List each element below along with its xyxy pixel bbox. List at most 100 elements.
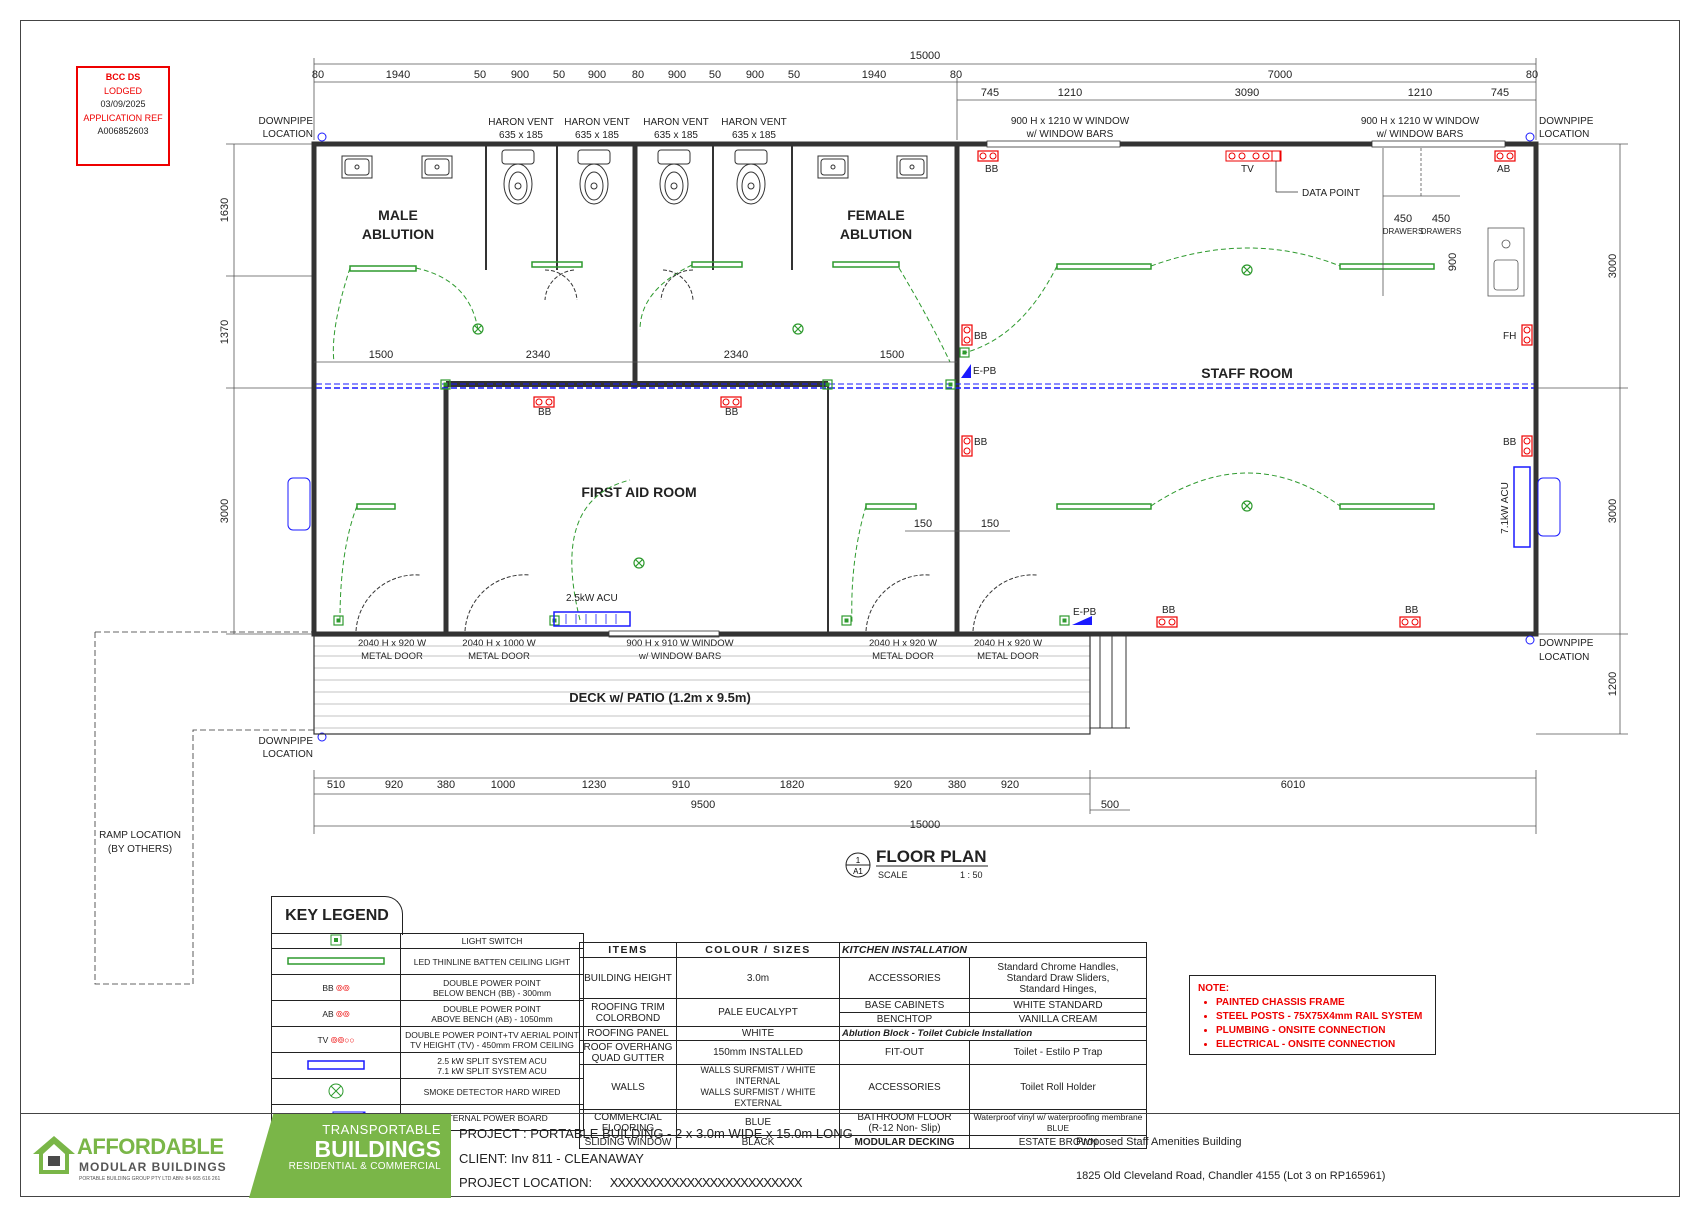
window-label: w/ WINDOW BARS: [1026, 129, 1114, 140]
item-value: Toilet Roll Holder: [969, 1064, 1147, 1110]
item-label: ACCESSORIES: [839, 1064, 970, 1110]
council-stamp: BCC DS LODGED 03/09/2025 APPLICATION REF…: [76, 66, 170, 166]
dim-top-seg: 50: [709, 69, 721, 81]
door-label: 2040 H x 920 W: [974, 638, 1042, 649]
haron-vent-size: 635 x 185: [499, 130, 543, 141]
legend-sym-label: BB: [322, 982, 334, 993]
interior-dim: 150: [914, 518, 932, 530]
room-label-ablution: ABLUTION: [362, 226, 434, 242]
haron-vent-size: 635 x 185: [575, 130, 619, 141]
downpipe-label: DOWNPIPE: [259, 736, 314, 747]
dim-left: 1370: [219, 320, 231, 344]
pp-label-tv: TV: [1241, 164, 1254, 175]
dim-bottom-9500: 9500: [691, 799, 715, 811]
pp-label-bb: BB: [538, 407, 552, 418]
item-label: ROOFING TRIM COLORBOND: [579, 998, 677, 1027]
item-label: ROOF OVERHANG QUAD GUTTER: [579, 1040, 677, 1065]
drawers-label: DRAWERS: [1421, 227, 1462, 236]
dim-window: 3090: [1235, 87, 1259, 99]
plan-title: FLOOR PLAN: [876, 847, 987, 866]
door-label: 2040 H x 1000 W: [462, 638, 535, 649]
dim-top-seg: 900: [588, 69, 606, 81]
legend-title: KEY LEGEND: [271, 896, 403, 935]
client-line: CLIENT: Inv 811 - CLEANAWAY: [459, 1151, 644, 1166]
haron-vent-label: HARON VENT: [564, 117, 630, 128]
power-point-bb-icon: BB ⦾⦾: [271, 974, 401, 1001]
legend-text: DOUBLE POWER POINT ABOVE BENCH (AB) - 10…: [400, 1000, 584, 1027]
legend-sym-label: AB: [322, 1008, 334, 1019]
legend-text: DOUBLE POWER POINT+TV AERIAL POINT TV HE…: [400, 1026, 584, 1053]
downpipe-label: DOWNPIPE: [1539, 638, 1594, 649]
items-table: ITEMS COLOUR / SIZES KITCHEN INSTALLATIO…: [579, 942, 1147, 1149]
pp-label-bb: BB: [974, 437, 988, 448]
acu-label: 7.1kW ACU: [1500, 482, 1511, 534]
pp-label-bb: BB: [1503, 437, 1517, 448]
dim-top-seg: 50: [474, 69, 486, 81]
haron-vent-label: HARON VENT: [721, 117, 787, 128]
deck-label: DECK w/ PATIO (1.2m x 9.5m): [569, 690, 751, 705]
door-label: METAL DOOR: [872, 651, 934, 662]
legend-row: LED THINLINE BATTEN CEILING LIGHT: [271, 948, 584, 975]
brand-banner: TRANSPORTABLE BUILDINGS RESIDENTIAL & CO…: [249, 1114, 451, 1198]
room-label-staff: STAFF ROOM: [1201, 365, 1293, 381]
smoke-detector-icon: [271, 1078, 401, 1105]
item-value: 150mm INSTALLED: [676, 1040, 840, 1065]
item-label: ACCESSORIES: [839, 957, 970, 999]
logo-text-3: PORTABLE BUILDING GROUP PTY LTD ABN: 84 …: [79, 1176, 221, 1182]
dim-bottom-seg: 1000: [491, 779, 515, 791]
legend-text: SMOKE DETECTOR HARD WIRED: [400, 1078, 584, 1105]
haron-vent-size: 635 x 185: [654, 130, 698, 141]
dim-bottom-seg: 380: [948, 779, 966, 791]
ramp-label: (BY OTHERS): [108, 844, 172, 855]
door-label: 2040 H x 920 W: [358, 638, 426, 649]
pp-label-fh: FH: [1503, 331, 1516, 342]
dim-bottom-seg: 910: [672, 779, 690, 791]
stamp-date: 03/09/2025: [100, 99, 146, 109]
window-label: w/ WINDOW BARS: [1376, 129, 1464, 140]
items-header: ITEMS: [579, 942, 677, 958]
logo-text-2: MODULAR BUILDINGS: [79, 1160, 227, 1174]
company-logo: AFFORDABLE MODULAR BUILDINGS PORTABLE BU…: [29, 1126, 239, 1190]
title-block: AFFORDABLE MODULAR BUILDINGS PORTABLE BU…: [21, 1113, 1679, 1198]
building-name: Proposed Staff Amenities Building: [1076, 1136, 1242, 1148]
note-box: NOTE: PAINTED CHASSIS FRAME STEEL POSTS …: [1189, 975, 1436, 1055]
project-location-label: PROJECT LOCATION:: [459, 1175, 593, 1190]
brand-line-3: RESIDENTIAL & COMMERCIAL: [288, 1161, 441, 1172]
stamp-line2: LODGED: [103, 86, 142, 96]
legend-row: SMOKE DETECTOR HARD WIRED: [271, 1078, 584, 1105]
pp-label-bb: BB: [725, 407, 739, 418]
acu-label: 2.5kW ACU: [566, 593, 618, 604]
dim-top-seg: 7000: [1268, 69, 1292, 81]
item-label: FIT-OUT: [839, 1040, 970, 1065]
building-address: 1825 Old Cleveland Road, Chandler 4155 (…: [1076, 1170, 1386, 1182]
downpipe-location: LOCATION: [263, 129, 313, 140]
dim-top-seg: 80: [312, 69, 324, 81]
dim-bottom-seg: 920: [894, 779, 912, 791]
scale-label: SCALE: [878, 870, 908, 880]
interior-dim: 2340: [526, 349, 550, 361]
item-label: WALLS: [579, 1064, 677, 1110]
drawing-sheet: [20, 20, 1680, 1197]
pp-label-bb: BB: [1162, 605, 1176, 616]
kitchen-dim: 450: [1432, 213, 1450, 225]
legend-sym-label: TV: [317, 1034, 329, 1045]
project-line: PROJECT : PORTABLE BUILDING - 2 x 3.0m W…: [459, 1126, 853, 1141]
acu-icon: [271, 1052, 401, 1079]
downpipe-location: LOCATION: [1539, 129, 1589, 140]
dim-bottom-seg: 510: [327, 779, 345, 791]
item-value: PALE EUCALYPT: [676, 998, 840, 1027]
dim-top-seg: 80: [632, 69, 644, 81]
stamp-ref: A006852603: [97, 126, 149, 136]
kitchen-dim: 450: [1394, 213, 1412, 225]
drawers-label: DRAWERS: [1383, 227, 1424, 236]
section-label: Ablution Block - Toilet Cubicle Installa…: [839, 1026, 1147, 1041]
window-label: 900 H x 910 W WINDOW: [626, 638, 733, 649]
dim-right: 3000: [1607, 499, 1619, 523]
interior-dim: 1500: [880, 349, 904, 361]
window-label: 900 H x 1210 W WINDOW: [1361, 116, 1480, 127]
pp-label-bb: BB: [974, 331, 988, 342]
dim-top-seg: 80: [950, 69, 962, 81]
epb-label: E-PB: [973, 366, 997, 377]
batten-light-icon: [271, 948, 401, 975]
